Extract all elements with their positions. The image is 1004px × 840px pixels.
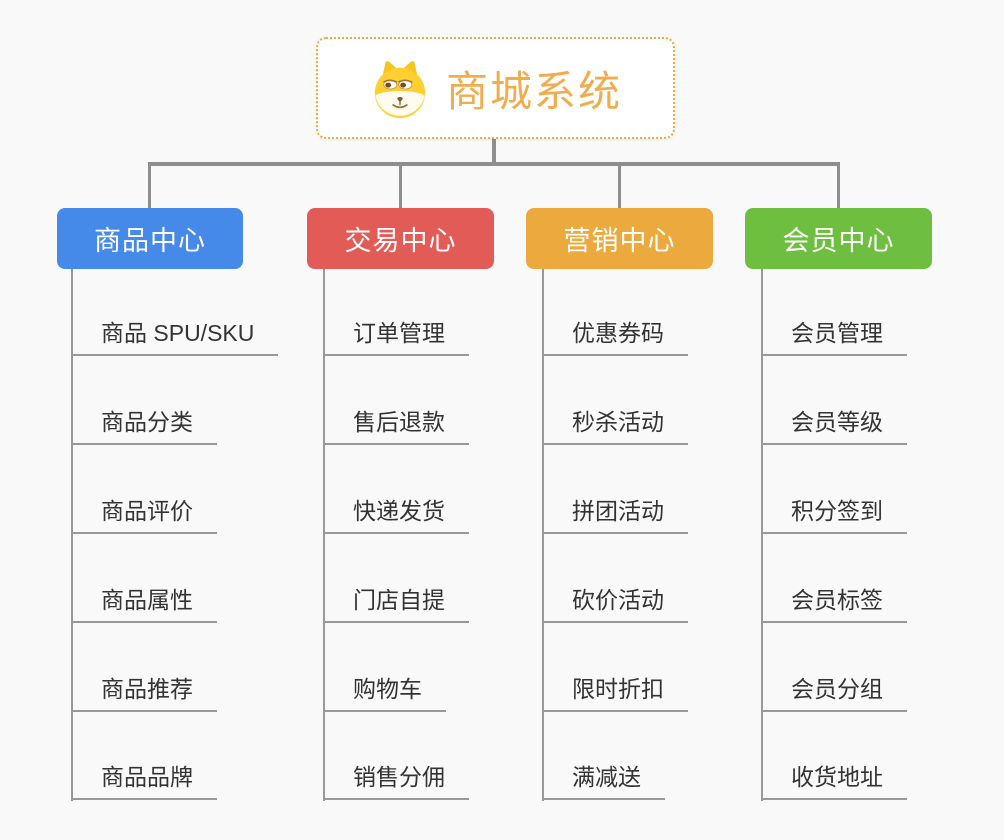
branch-drop-line: [618, 162, 621, 208]
branch-drop-line: [148, 162, 151, 208]
branch-children-product: 商品 SPU/SKU 商品分类 商品评价 商品属性 商品推荐 商品品牌: [71, 269, 313, 801]
child-topic[interactable]: 会员分组: [763, 674, 907, 712]
child-topic[interactable]: 售后退款: [325, 407, 469, 445]
child-topic[interactable]: 会员管理: [763, 318, 907, 356]
child-topic[interactable]: 订单管理: [325, 318, 469, 356]
branch-bus-line: [148, 162, 840, 166]
branch-product-center[interactable]: 商品中心: [57, 208, 243, 269]
child-topic[interactable]: 满减送: [544, 762, 665, 800]
child-topic[interactable]: 商品品牌: [73, 762, 217, 800]
child-topic[interactable]: 销售分佣: [325, 762, 469, 800]
branch-member-center[interactable]: 会员中心: [745, 208, 932, 269]
root-connector-line: [492, 139, 496, 163]
root-topic[interactable]: 商城系统: [316, 37, 675, 139]
child-topic[interactable]: 会员标签: [763, 585, 907, 623]
root-title: 商城系统: [445, 67, 622, 115]
child-topic[interactable]: 优惠券码: [544, 318, 688, 356]
child-topic[interactable]: 商品属性: [73, 585, 217, 623]
branch-children-marketing: 优惠券码 秒杀活动 拼团活动 砍价活动 限时折扣 满减送: [542, 269, 784, 801]
child-topic[interactable]: 门店自提: [325, 585, 469, 623]
branch-marketing-center[interactable]: 营销中心: [526, 208, 713, 269]
child-topic[interactable]: 砍价活动: [544, 585, 688, 623]
child-topic[interactable]: 商品推荐: [73, 674, 217, 712]
branch-drop-line: [837, 162, 840, 208]
child-topic[interactable]: 商品 SPU/SKU: [73, 318, 279, 356]
child-topic[interactable]: 限时折扣: [544, 674, 688, 712]
child-topic[interactable]: 快递发货: [325, 496, 469, 534]
child-topic[interactable]: 秒杀活动: [544, 407, 688, 445]
child-topic[interactable]: 商品分类: [73, 407, 217, 445]
branch-children-trade: 订单管理 售后退款 快递发货 门店自提 购物车 销售分佣: [323, 269, 565, 801]
branch-trade-center[interactable]: 交易中心: [307, 208, 494, 269]
branch-drop-line: [399, 162, 402, 208]
child-topic[interactable]: 购物车: [325, 674, 446, 712]
doge-icon: [374, 61, 426, 118]
branch-children-member: 会员管理 会员等级 积分签到 会员标签 会员分组 收货地址: [761, 269, 1003, 801]
child-topic[interactable]: 收货地址: [763, 762, 907, 800]
child-topic[interactable]: 拼团活动: [544, 496, 688, 534]
child-topic[interactable]: 商品评价: [73, 496, 217, 534]
child-topic[interactable]: 会员等级: [763, 407, 907, 445]
child-topic[interactable]: 积分签到: [763, 496, 907, 534]
